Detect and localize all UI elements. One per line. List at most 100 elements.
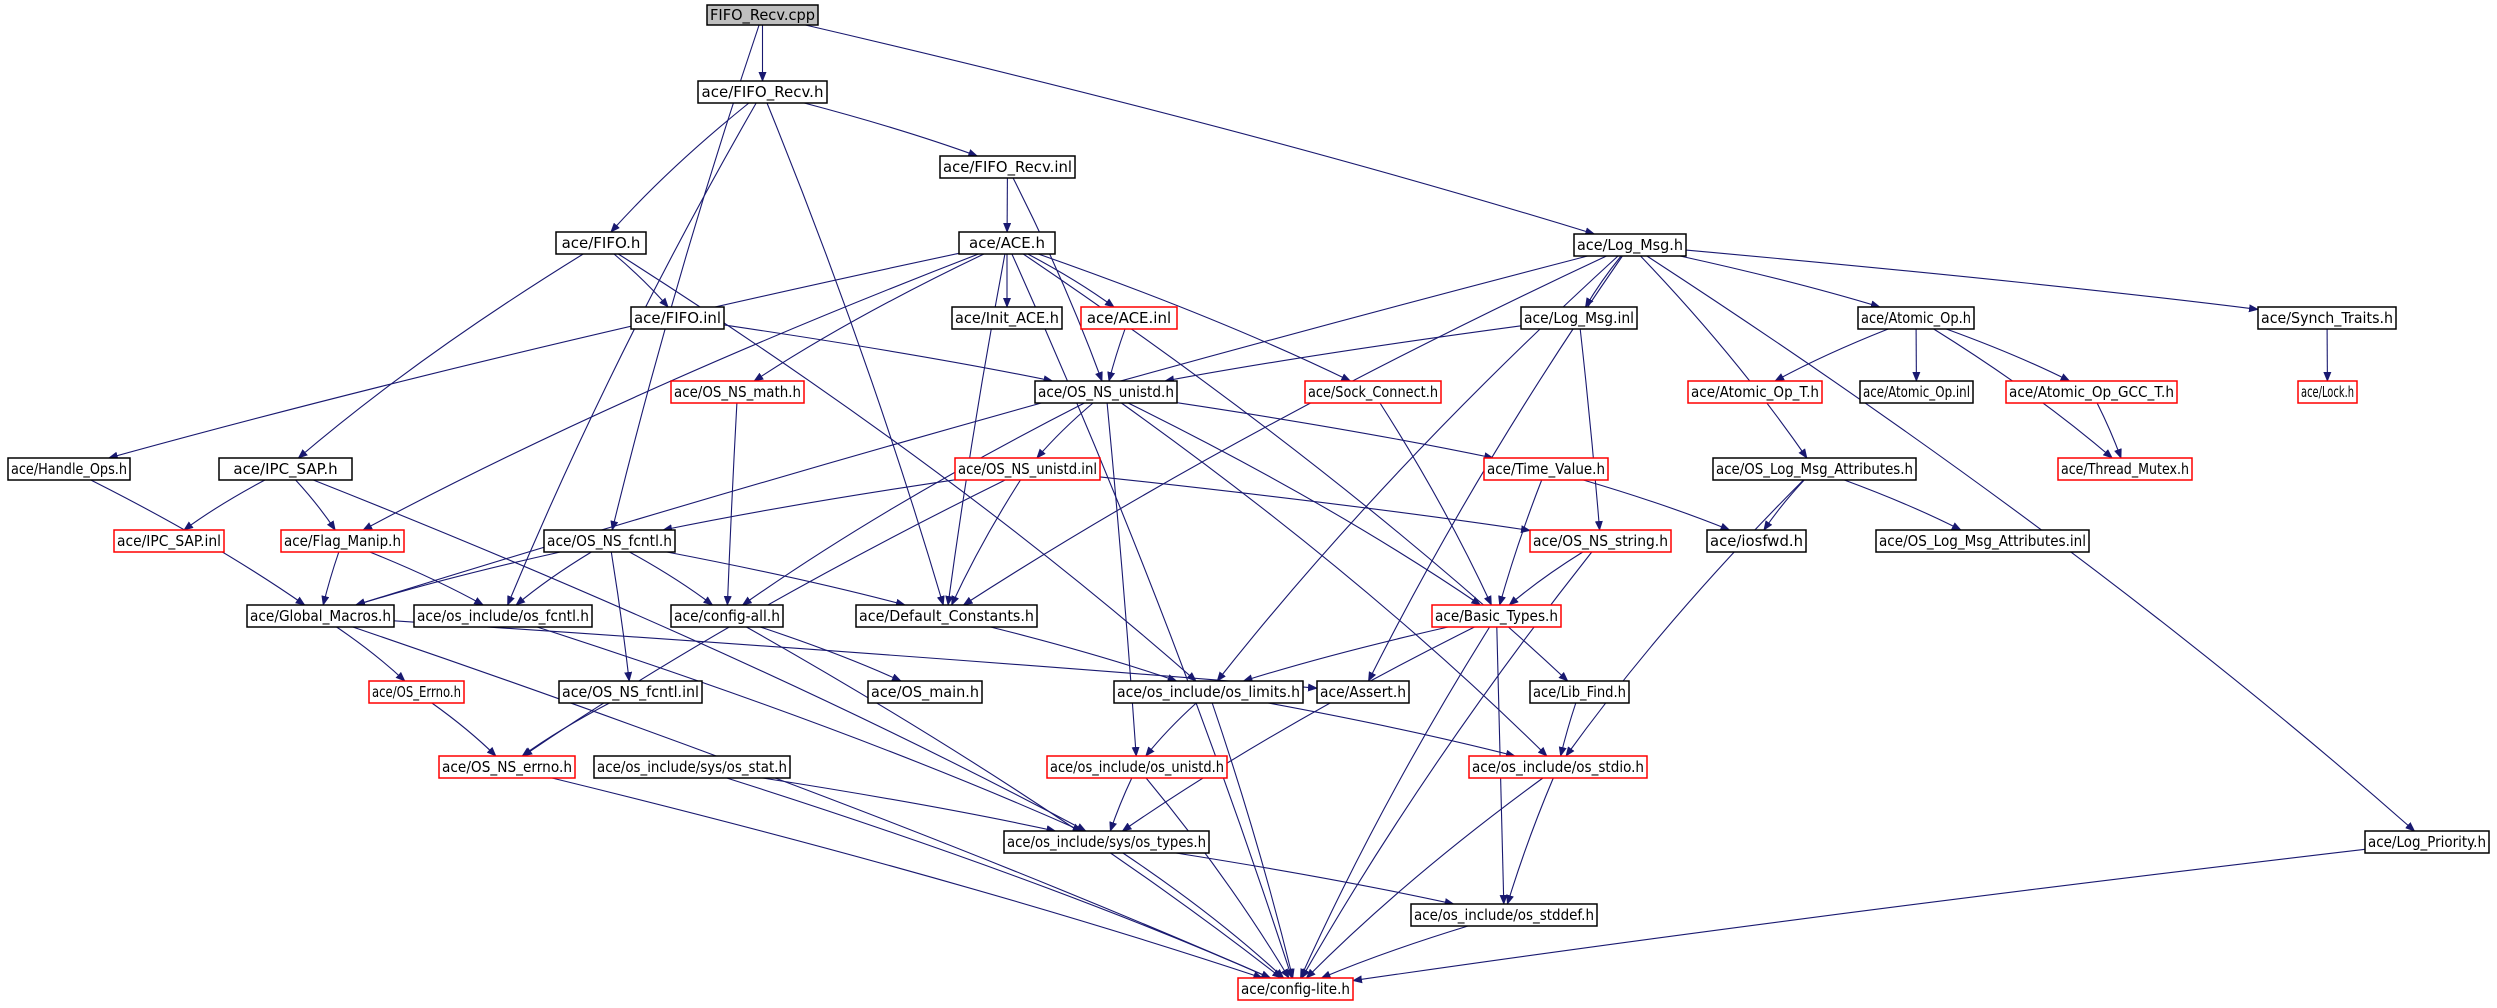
node-ace-init-ace-h[interactable]: ace/Init_ACE.h <box>951 306 1063 330</box>
node-ace-ace-h[interactable]: ace/ACE.h <box>958 231 1056 255</box>
node-ace-global-macros-h[interactable]: ace/Global_Macros.h <box>246 604 395 628</box>
node-box <box>558 680 703 704</box>
node-ace-os-include-sys-os-stat-h[interactable]: ace/os_include/sys/os_stat.h <box>593 755 791 779</box>
node-ace-time-value-h[interactable]: ace/Time_Value.h <box>1483 457 1609 481</box>
node-ace-os-ns-fcntl-inl[interactable]: ace/OS_NS_fcntl.inl <box>558 680 703 704</box>
node-box <box>1237 977 1354 1001</box>
node-ace-config-lite-h[interactable]: ace/config-lite.h <box>1237 977 1354 1001</box>
node-ace-log-priority-h[interactable]: ace/Log_Priority.h <box>2364 830 2490 854</box>
node-box <box>1520 306 1638 330</box>
edge-ace-os-include-os-limits-h-to-ace-config-lite-h <box>1211 702 1295 979</box>
node-box <box>1034 380 1178 404</box>
node-label: ace/os_include/os_stddef.h <box>1414 906 1594 925</box>
node-ace-atomic-op-gcc-t-h[interactable]: ace/Atomic_Op_GCC_T.h <box>2005 380 2178 404</box>
node-ace-atomic-op-inl[interactable]: ace/Atomic_Op.inl <box>1859 380 1974 404</box>
node-ace-log-msg-h[interactable]: ace/Log_Msg.h <box>1573 233 1687 257</box>
node-label: ace/os_include/sys/os_stat.h <box>597 758 787 777</box>
edge-ace-os-ns-unistd-h-to-ace-os-ns-unistd-inl <box>1036 402 1094 459</box>
edge-ace-os-ns-unistd-h-to-ace-time-value-h <box>1176 402 1495 461</box>
node-ace-log-msg-inl[interactable]: ace/Log_Msg.inl <box>1520 306 1638 330</box>
node-ace-sock-connect-h[interactable]: ace/Sock_Connect.h <box>1304 380 1442 404</box>
node-ace-os-ns-string-h[interactable]: ace/OS_NS_string.h <box>1529 529 1672 553</box>
edge-ace-config-all-h-to-ace-config-lite-h <box>746 626 1283 979</box>
node-box <box>1706 529 1807 553</box>
node-box <box>855 604 1038 628</box>
node-ace-os-errno-h[interactable]: ace/OS_Errno.h <box>368 680 465 704</box>
node-ace-os-log-msg-attributes-h[interactable]: ace/OS_Log_Msg_Attributes.h <box>1712 457 1917 481</box>
node-ace-fifo-h[interactable]: ace/FIFO.h <box>555 231 647 255</box>
node-ace-ace-inl[interactable]: ace/ACE.inl <box>1080 306 1178 330</box>
node-label: ace/config-all.h <box>674 607 780 625</box>
node-ace-os-main-h[interactable]: ace/OS_main.h <box>867 680 983 704</box>
node-ace-lock-h[interactable]: ace/Lock.h <box>2297 380 2358 404</box>
node-ace-os-ns-fcntl-h[interactable]: ace/OS_NS_fcntl.h <box>543 529 676 553</box>
edge-ace-os-include-os-stdio-h-to-ace-os-include-os-stddef-h <box>1506 777 1554 905</box>
node-ace-fifo-recv-h[interactable]: ace/FIFO_Recv.h <box>697 80 828 104</box>
edge-ace-time-value-h-to-ace-iosfwd-h <box>1583 479 1731 531</box>
edge-ace-lib-find-h-to-ace-os-include-os-stdio-h <box>1558 702 1577 757</box>
edge-ace-flag-manip-h-to-ace-global-macros-h <box>321 551 340 606</box>
node-ace-config-all-h[interactable]: ace/config-all.h <box>670 604 784 628</box>
node-ace-lib-find-h[interactable]: ace/Lib_Find.h <box>1529 680 1630 704</box>
edge-fifo-recv-cpp-to-ace-log-msg-h <box>805 24 1596 236</box>
node-label: ace/FIFO.inl <box>634 309 721 327</box>
node-ace-atomic-op-h[interactable]: ace/Atomic_Op.h <box>1857 306 1975 330</box>
node-box <box>1687 380 1823 404</box>
node-ace-os-include-os-unistd-h[interactable]: ace/os_include/os_unistd.h <box>1046 755 1228 779</box>
node-label: ace/Lock.h <box>2301 383 2354 401</box>
node-label: ace/Time_Value.h <box>1487 460 1605 479</box>
node-ace-os-include-os-fcntl-h[interactable]: ace/os_include/os_fcntl.h <box>413 604 593 628</box>
node-ace-fifo-inl[interactable]: ace/FIFO.inl <box>630 306 725 330</box>
node-box <box>413 604 593 628</box>
node-ace-ipc-sap-h[interactable]: ace/IPC_SAP.h <box>218 457 353 481</box>
edge-ace-os-include-sys-os-stat-h-to-ace-os-include-sys-os-types-h <box>762 777 1057 834</box>
node-ace-default-constants-h[interactable]: ace/Default_Constants.h <box>855 604 1038 628</box>
edge-ace-os-ns-fcntl-h-to-ace-global-macros-h <box>355 551 561 607</box>
node-box <box>1316 680 1410 704</box>
node-ace-fifo-recv-inl[interactable]: ace/FIFO_Recv.inl <box>939 155 1076 179</box>
node-ace-os-ns-errno-h[interactable]: ace/OS_NS_errno.h <box>438 755 576 779</box>
node-box <box>1573 233 1687 257</box>
node-box <box>867 680 983 704</box>
edge-ace-flag-manip-h-to-ace-os-include-os-fcntl-h <box>369 551 485 606</box>
node-label: ace/IPC_SAP.h <box>233 460 337 479</box>
node-ace-assert-h[interactable]: ace/Assert.h <box>1316 680 1410 704</box>
node-ace-os-ns-unistd-inl[interactable]: ace/OS_NS_unistd.inl <box>954 457 1101 481</box>
node-label: ace/OS_Log_Msg_Attributes.h <box>1716 460 1913 479</box>
node-label: ace/iosfwd.h <box>1710 532 1803 550</box>
node-label: ace/FIFO_Recv.h <box>702 83 824 102</box>
node-ace-flag-manip-h[interactable]: ace/Flag_Manip.h <box>280 529 405 553</box>
edge-ace-os-ns-fcntl-h-to-ace-os-ns-fcntl-inl <box>610 551 633 682</box>
node-ace-os-include-sys-os-types-h[interactable]: ace/os_include/sys/os_types.h <box>1003 830 1210 854</box>
edge-ace-os-include-os-fcntl-h-to-ace-os-include-sys-os-types-h <box>536 626 1083 832</box>
node-ace-basic-types-h[interactable]: ace/Basic_Types.h <box>1431 604 1562 628</box>
node-ace-thread-mutex-h[interactable]: ace/Thread_Mutex.h <box>2057 457 2193 481</box>
node-ace-os-ns-unistd-h[interactable]: ace/OS_NS_unistd.h <box>1034 380 1178 404</box>
node-ace-os-ns-math-h[interactable]: ace/OS_NS_math.h <box>670 380 805 404</box>
node-fifo-recv-cpp: FIFO_Recv.cpp <box>706 4 819 26</box>
node-box <box>939 155 1076 179</box>
node-ace-handle-ops-h[interactable]: ace/Handle_Ops.h <box>7 457 131 481</box>
node-ace-os-include-os-limits-h[interactable]: ace/os_include/os_limits.h <box>1113 680 1304 704</box>
node-box <box>630 306 725 330</box>
node-ace-os-include-os-stdio-h[interactable]: ace/os_include/os_stdio.h <box>1468 755 1648 779</box>
node-label: ace/OS_main.h <box>871 683 979 702</box>
node-box <box>1529 680 1630 704</box>
node-ace-ipc-sap-inl[interactable]: ace/IPC_SAP.inl <box>113 529 225 553</box>
node-ace-atomic-op-t-h[interactable]: ace/Atomic_Op_T.h <box>1687 380 1823 404</box>
edge-ace-log-msg-h-to-ace-os-log-msg-attributes-h <box>1640 255 1808 459</box>
edge-ace-os-include-sys-os-stat-h-to-ace-config-lite-h <box>726 777 1272 979</box>
node-ace-os-include-os-stddef-h[interactable]: ace/os_include/os_stddef.h <box>1410 903 1598 927</box>
node-label: ace/Atomic_Op.h <box>1861 309 1971 328</box>
node-box <box>670 604 784 628</box>
node-box <box>2005 380 2178 404</box>
node-ace-os-log-msg-attributes-inl[interactable]: ace/OS_Log_Msg_Attributes.inl <box>1875 529 2090 553</box>
edge-ace-atomic-op-h-to-ace-atomic-op-gcc-t-h <box>1946 328 2071 382</box>
node-box <box>593 755 791 779</box>
edge-ace-os-ns-unistd-h-to-ace-os-include-os-stdio-h <box>1121 402 1548 757</box>
node-ace-iosfwd-h[interactable]: ace/iosfwd.h <box>1706 529 1807 553</box>
edge-ace-log-msg-h-to-ace-log-msg-inl <box>1584 255 1622 308</box>
edge-ace-fifo-h-to-ace-fifo-inl <box>613 253 669 308</box>
node-label: ace/ACE.inl <box>1087 309 1171 327</box>
node-ace-synch-traits-h[interactable]: ace/Synch_Traits.h <box>2257 306 2397 330</box>
